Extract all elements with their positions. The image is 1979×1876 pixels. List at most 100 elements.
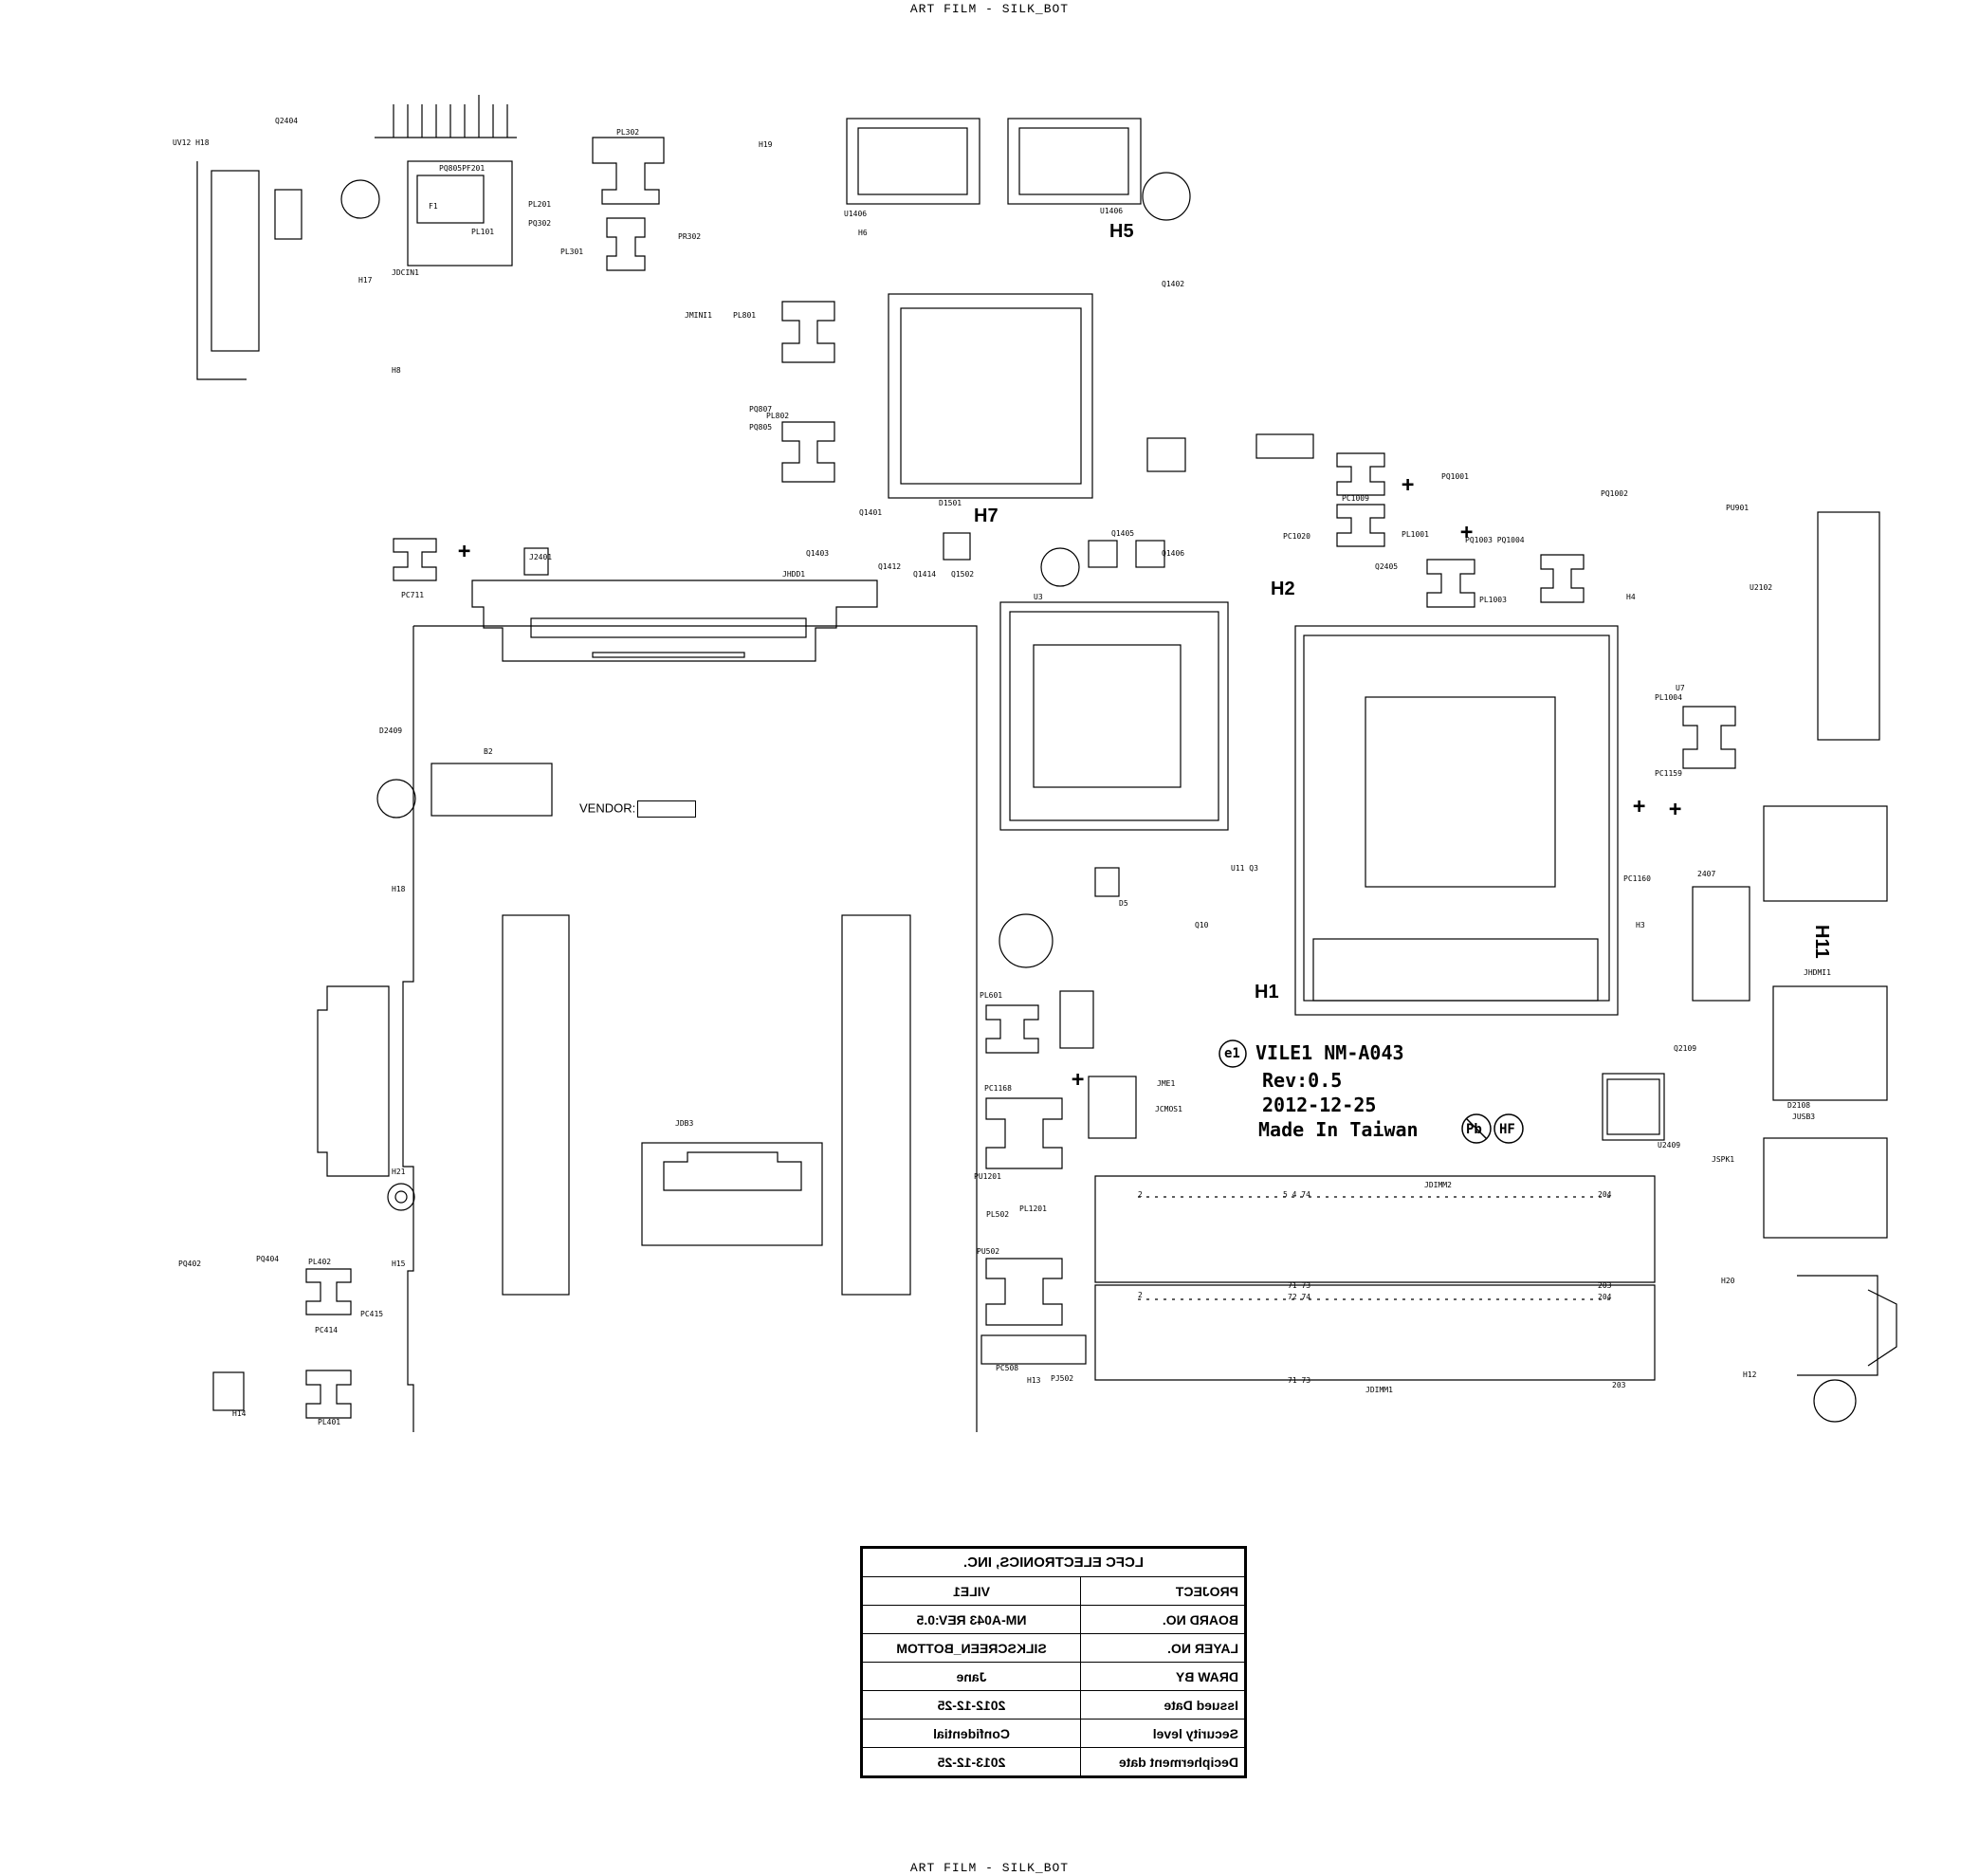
board-origin: Made In Taiwan — [1258, 1118, 1419, 1141]
svg-text:204: 204 — [1598, 1293, 1612, 1301]
svg-text:U2102: U2102 — [1750, 583, 1772, 592]
svg-text:PC711: PC711 — [401, 591, 424, 599]
hdd-connector-slot — [530, 617, 807, 638]
svg-text:+: + — [1669, 798, 1681, 821]
svg-text:JDIMM2: JDIMM2 — [1424, 1181, 1452, 1189]
svg-text:PQ1002: PQ1002 — [1601, 489, 1628, 498]
svg-text:Q2405: Q2405 — [1375, 562, 1398, 571]
svg-text:PQ807: PQ807 — [749, 405, 772, 414]
svg-text:PC508: PC508 — [996, 1364, 1018, 1372]
jdimm2-slot — [1094, 1175, 1656, 1283]
svg-text:PQ805PF201: PQ805PF201 — [439, 164, 485, 173]
svg-text:+: + — [1460, 521, 1473, 544]
svg-text:H8: H8 — [392, 366, 401, 375]
svg-text:JDCIN1: JDCIN1 — [392, 268, 419, 277]
svg-text:Q1402: Q1402 — [1162, 280, 1184, 288]
vendor-text: VENDOR: — [579, 800, 636, 816]
svg-text:PC1159: PC1159 — [1655, 769, 1682, 778]
e1-mark-circle — [1219, 1039, 1247, 1068]
svg-text:+: + — [1072, 1068, 1084, 1092]
svg-text:Q1405: Q1405 — [1111, 529, 1134, 538]
svg-text:PC1160: PC1160 — [1623, 874, 1651, 883]
svg-text:71 73: 71 73 — [1288, 1281, 1310, 1290]
title-value: Confidential — [862, 1719, 1081, 1748]
svg-text:F1: F1 — [429, 202, 438, 211]
svg-text:H20: H20 — [1721, 1277, 1735, 1285]
ram-slot-right — [841, 914, 911, 1296]
title-value: VILE1 — [862, 1576, 1081, 1606]
svg-text:Q1403: Q1403 — [806, 549, 829, 558]
svg-text:H4: H4 — [1626, 593, 1636, 601]
svg-text:PL802: PL802 — [766, 412, 789, 420]
svg-text:H19: H19 — [759, 140, 773, 149]
svg-text:PR302: PR302 — [678, 232, 701, 241]
e1-mark: e1 — [1224, 1046, 1240, 1061]
jhdmi1 — [1772, 985, 1888, 1101]
svg-text:Q2109: Q2109 — [1674, 1044, 1696, 1053]
title-value: NM-A043 REV:0.5 — [862, 1605, 1081, 1634]
svg-text:Q1401: Q1401 — [859, 508, 882, 517]
svg-text:+: + — [458, 540, 470, 563]
svg-text:PL801: PL801 — [733, 311, 756, 320]
svg-text:PL302: PL302 — [616, 128, 639, 137]
svg-text:PL1001: PL1001 — [1402, 530, 1429, 539]
svg-text:PQ1003 PQ1004: PQ1003 PQ1004 — [1465, 536, 1525, 544]
u1406-left — [846, 118, 980, 205]
svg-text:203: 203 — [1598, 1281, 1612, 1290]
ram-slot-left — [502, 914, 570, 1296]
svg-text:PC1009: PC1009 — [1342, 494, 1369, 503]
hdd-connector — [471, 579, 878, 662]
svg-text:Q2404: Q2404 — [275, 117, 298, 125]
svg-text:PL601: PL601 — [980, 991, 1002, 1000]
svg-text:H13: H13 — [1027, 1376, 1041, 1385]
board-outline — [402, 625, 978, 1432]
title-company: LCFC ELECTRONICS, INC. — [862, 1548, 1245, 1577]
svg-text:D2409: D2409 — [379, 726, 402, 735]
svg-text:PL502: PL502 — [986, 1210, 1009, 1219]
svg-text:B2: B2 — [484, 747, 493, 756]
svg-text:U11 Q3: U11 Q3 — [1231, 864, 1258, 873]
svg-text:H3: H3 — [1636, 921, 1645, 929]
title-key: BOARD NO. — [1080, 1605, 1245, 1634]
svg-text:Q1412: Q1412 — [878, 562, 901, 571]
title-key: LAYER NO. — [1080, 1633, 1245, 1663]
svg-text:H6: H6 — [858, 229, 868, 237]
jdb3-area — [641, 1142, 823, 1246]
svg-text:PQ1001: PQ1001 — [1441, 472, 1469, 481]
title-key: DRAW BY — [1080, 1662, 1245, 1691]
svg-text:PQ805: PQ805 — [749, 423, 772, 432]
svg-text:D1501: D1501 — [939, 499, 962, 507]
svg-text:JHDMI1: JHDMI1 — [1804, 968, 1831, 977]
pb-mark-circle — [1461, 1113, 1492, 1144]
board-name: VILE1 NM-A043 — [1255, 1041, 1404, 1064]
svg-text:H14: H14 — [232, 1409, 247, 1418]
right-connector-1 — [1817, 511, 1880, 741]
hole-h11: H11 — [1811, 925, 1832, 959]
svg-text:Q10: Q10 — [1195, 921, 1209, 929]
svg-text:PL101: PL101 — [471, 228, 494, 236]
jdimm1-slot — [1094, 1284, 1656, 1381]
svg-text:203: 203 — [1612, 1381, 1626, 1389]
svg-text:U1406: U1406 — [844, 210, 867, 218]
u3-bga — [999, 601, 1229, 831]
svg-text:JMINI1: JMINI1 — [685, 311, 712, 320]
svg-text:71 73: 71 73 — [1288, 1376, 1310, 1385]
hole-h5: H5 — [1109, 221, 1134, 242]
jusb3 — [1763, 1137, 1888, 1239]
hole-h1: H1 — [1255, 982, 1279, 1002]
jpwr-connector — [211, 170, 260, 352]
svg-text:Q1414: Q1414 — [913, 570, 936, 579]
svg-text:2: 2 — [1138, 1291, 1143, 1299]
svg-text:H18: H18 — [392, 885, 406, 893]
svg-text:PQ302: PQ302 — [528, 219, 551, 228]
svg-text:JHDD1: JHDD1 — [782, 570, 805, 579]
svg-text:PC415: PC415 — [360, 1310, 383, 1318]
svg-text:PL1004: PL1004 — [1655, 693, 1682, 702]
board-rev: Rev:0.5 — [1262, 1069, 1343, 1092]
svg-text:H17: H17 — [358, 276, 373, 285]
title-value: SILKSCREEN_BOTTOM — [862, 1633, 1081, 1663]
hole-h7: H7 — [974, 506, 999, 526]
jdcin1 — [407, 160, 513, 267]
